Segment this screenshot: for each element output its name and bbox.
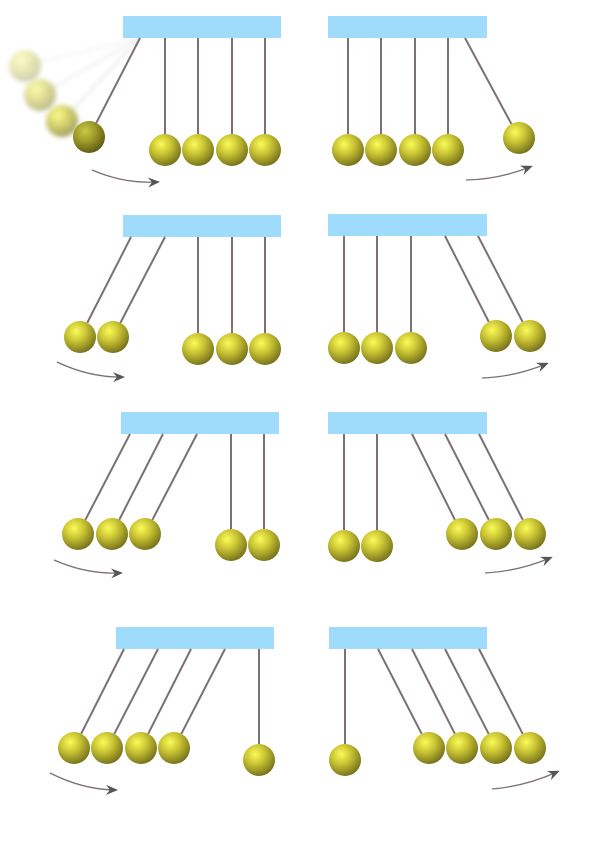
ghost-string <box>24 37 141 67</box>
ghost-string <box>61 37 141 122</box>
resting-ball <box>249 134 281 166</box>
resting-ball <box>215 529 247 561</box>
resting-ball <box>361 332 393 364</box>
resting-ball <box>432 134 464 166</box>
support-bar <box>123 215 281 237</box>
cradle-panel-3 <box>56 215 281 383</box>
pendulum-string <box>478 433 524 521</box>
swung-ball <box>129 518 161 550</box>
pendulum-string <box>113 648 159 735</box>
pendulum-string <box>411 433 456 521</box>
motion-arrow <box>91 169 160 188</box>
resting-ball <box>328 530 360 562</box>
swung-ball <box>158 732 190 764</box>
resting-ball <box>328 332 360 364</box>
pendulum-string <box>444 648 490 735</box>
cradle-panel-4 <box>328 214 549 379</box>
pendulum-string <box>147 648 192 735</box>
resting-ball <box>329 744 361 776</box>
cradle-panel-1 <box>9 16 281 188</box>
resting-ball <box>248 529 280 561</box>
cradle-panel-8 <box>329 627 560 790</box>
pendulum-string <box>80 648 125 735</box>
swung-ball <box>480 732 512 764</box>
motion-arrow <box>465 165 533 181</box>
pendulum-string <box>151 433 198 521</box>
resting-ball <box>182 333 214 365</box>
swung-ball <box>97 321 129 353</box>
pendulum-string <box>180 648 226 735</box>
swung-ball <box>514 518 546 550</box>
resting-ball <box>332 134 364 166</box>
resting-ball <box>216 333 248 365</box>
ghost-ball <box>46 105 78 137</box>
swung-ball <box>413 732 445 764</box>
support-bar <box>328 412 487 434</box>
swung-ball <box>96 518 128 550</box>
resting-ball <box>243 744 275 776</box>
pendulum-string <box>86 236 132 324</box>
swung-ball <box>514 732 546 764</box>
pendulum-string <box>477 235 524 323</box>
resting-ball <box>361 530 393 562</box>
ghost-ball <box>9 50 41 82</box>
ghost-ball <box>24 79 56 111</box>
pendulum-string <box>464 37 513 125</box>
cradle-panel-2 <box>328 16 535 181</box>
swung-ball <box>446 732 478 764</box>
swung-ball <box>73 121 105 153</box>
resting-ball <box>399 134 431 166</box>
swung-ball <box>503 122 535 154</box>
pendulum-string <box>377 648 423 735</box>
pendulum-string <box>118 433 164 521</box>
pendulum-string <box>84 433 131 521</box>
swung-ball <box>125 732 157 764</box>
motion-arrow <box>49 772 118 795</box>
pendulum-string <box>411 648 456 735</box>
swung-ball <box>480 518 512 550</box>
support-bar <box>328 16 487 38</box>
swung-ball <box>480 320 512 352</box>
pendulum-string <box>119 236 166 324</box>
resting-ball <box>395 332 427 364</box>
motion-arrow <box>491 770 560 790</box>
swung-ball <box>91 732 123 764</box>
motion-arrow <box>481 362 549 379</box>
support-bar <box>121 412 279 434</box>
motion-arrow <box>56 361 125 383</box>
cradle-panel-5 <box>53 412 280 579</box>
swung-ball <box>514 320 546 352</box>
resting-ball <box>249 333 281 365</box>
support-bar <box>328 214 487 236</box>
resting-ball <box>149 134 181 166</box>
resting-ball <box>216 134 248 166</box>
pendulum-string <box>95 37 141 124</box>
swung-ball <box>62 518 94 550</box>
pendulum-string <box>444 235 490 323</box>
swung-ball <box>64 321 96 353</box>
swung-ball <box>446 518 478 550</box>
ghost-string <box>39 37 141 96</box>
resting-ball <box>182 134 214 166</box>
resting-ball <box>365 134 397 166</box>
pendulum-string <box>444 433 490 521</box>
motion-arrow <box>53 559 123 579</box>
pendulum-string <box>478 648 524 735</box>
cradle-panel-7 <box>49 627 275 795</box>
swung-ball <box>58 732 90 764</box>
support-bar <box>123 16 281 38</box>
cradle-panel-6 <box>328 412 553 574</box>
support-bar <box>329 627 487 649</box>
support-bar <box>116 627 274 649</box>
motion-arrow <box>484 556 553 574</box>
